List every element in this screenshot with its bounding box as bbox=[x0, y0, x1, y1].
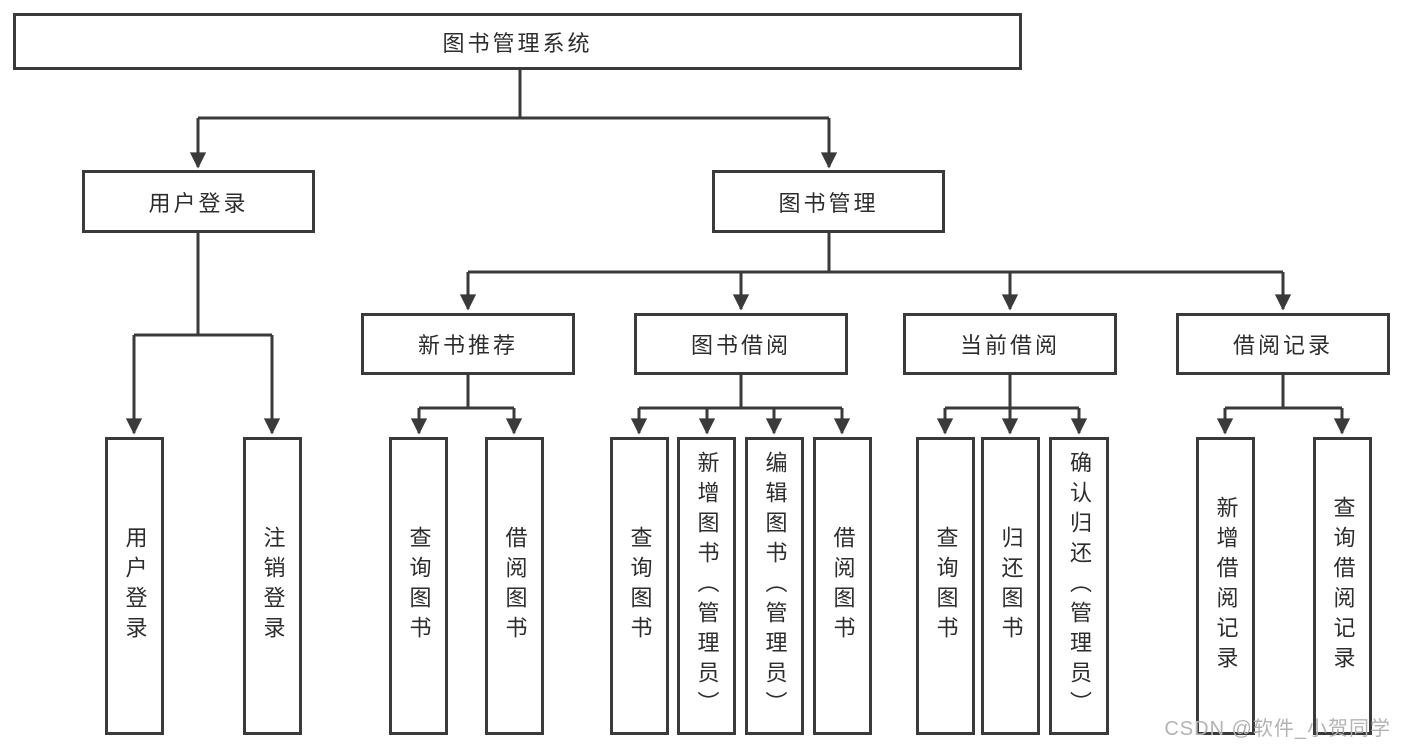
leaf-logout-login: 注销登录 bbox=[243, 437, 302, 735]
leaf-edit-book-admin-label: 编辑图书（管理员） bbox=[762, 451, 788, 721]
node-book-management: 图书管理 bbox=[712, 170, 945, 233]
node-borrowing-records-label: 借阅记录 bbox=[1232, 333, 1333, 358]
leaf-query-book-current-label: 查询图书 bbox=[933, 526, 959, 646]
leaf-query-borrow-record-label: 查询借阅记录 bbox=[1330, 496, 1356, 676]
node-new-book-recommend-label: 新书推荐 bbox=[417, 333, 518, 358]
leaf-query-book-borrowing: 查询图书 bbox=[610, 437, 669, 735]
leaf-user-login-label: 用户登录 bbox=[122, 526, 148, 646]
node-book-borrowing: 图书借阅 bbox=[634, 313, 848, 375]
leaf-logout-login-label: 注销登录 bbox=[260, 526, 286, 646]
leaf-query-book-recommend-label: 查询图书 bbox=[406, 526, 432, 646]
leaf-confirm-return-admin: 确认归还（管理员） bbox=[1049, 437, 1109, 735]
node-user-login-label: 用户登录 bbox=[148, 190, 249, 216]
node-borrowing-records: 借阅记录 bbox=[1176, 313, 1390, 375]
watermark: CSDN @软件_小贺同学 bbox=[1164, 718, 1391, 740]
node-book-borrowing-label: 图书借阅 bbox=[690, 333, 791, 358]
leaf-query-borrow-record: 查询借阅记录 bbox=[1313, 437, 1372, 735]
node-current-borrowing-label: 当前借阅 bbox=[959, 333, 1060, 358]
node-book-management-label: 图书管理 bbox=[778, 190, 879, 216]
leaf-borrow-book-label: 借阅图书 bbox=[830, 526, 856, 646]
root-node: 图书管理系统 bbox=[13, 13, 1022, 70]
leaf-query-book-recommend: 查询图书 bbox=[389, 437, 448, 735]
leaf-add-borrow-record: 新增借阅记录 bbox=[1196, 437, 1255, 735]
leaf-add-borrow-record-label: 新增借阅记录 bbox=[1213, 496, 1239, 676]
leaf-borrow-book: 借阅图书 bbox=[813, 437, 872, 735]
leaf-user-login: 用户登录 bbox=[105, 437, 164, 735]
leaf-confirm-return-admin-label: 确认归还（管理员） bbox=[1067, 451, 1092, 721]
leaf-borrow-book-recommend-label: 借阅图书 bbox=[502, 526, 528, 646]
node-user-login: 用户登录 bbox=[82, 170, 315, 233]
leaf-query-book-borrowing-label: 查询图书 bbox=[627, 526, 653, 646]
leaf-query-book-current: 查询图书 bbox=[916, 437, 975, 735]
root-node-label: 图书管理系统 bbox=[442, 30, 593, 56]
node-current-borrowing: 当前借阅 bbox=[903, 313, 1117, 375]
leaf-add-book-admin: 新增图书（管理员） bbox=[677, 437, 736, 735]
leaf-return-book-label: 归还图书 bbox=[998, 526, 1024, 646]
leaf-edit-book-admin: 编辑图书（管理员） bbox=[745, 437, 804, 735]
leaf-borrow-book-recommend: 借阅图书 bbox=[485, 437, 544, 735]
leaf-add-book-admin-label: 新增图书（管理员） bbox=[694, 451, 720, 721]
leaf-return-book: 归还图书 bbox=[981, 437, 1040, 735]
node-new-book-recommend: 新书推荐 bbox=[361, 313, 575, 375]
